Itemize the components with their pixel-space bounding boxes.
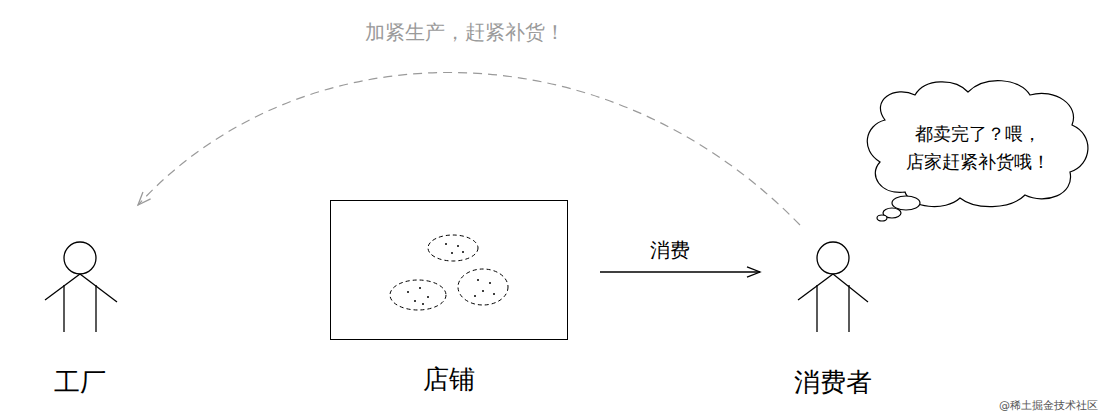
factory-node: 工厂 (30, 200, 130, 398)
consumer-figure (798, 242, 868, 332)
thought-cloud (867, 81, 1088, 221)
edge-label: 加紧生产，赶紧补货！ (362, 19, 568, 46)
node-label: 工厂 (54, 366, 106, 398)
connector (138, 72, 800, 225)
node-label: 店铺 (331, 363, 567, 395)
connector (600, 267, 760, 277)
consumer-node: 消费者 (763, 220, 903, 398)
goods-dots (407, 243, 495, 305)
goods (390, 235, 508, 310)
node-label: 消费者 (794, 366, 872, 398)
watermark: @稀土掘金技术社区 (999, 398, 1098, 413)
node-label: 都卖完了？喂， 店家赶紧补货哦！ (883, 120, 1073, 176)
shop-box: 店铺 (330, 200, 568, 340)
edge-label: 消费 (647, 237, 693, 264)
thought-cloud-node: 都卖完了？喂， 店家赶紧补货哦！ (868, 98, 1088, 198)
factory-figure (45, 242, 117, 332)
